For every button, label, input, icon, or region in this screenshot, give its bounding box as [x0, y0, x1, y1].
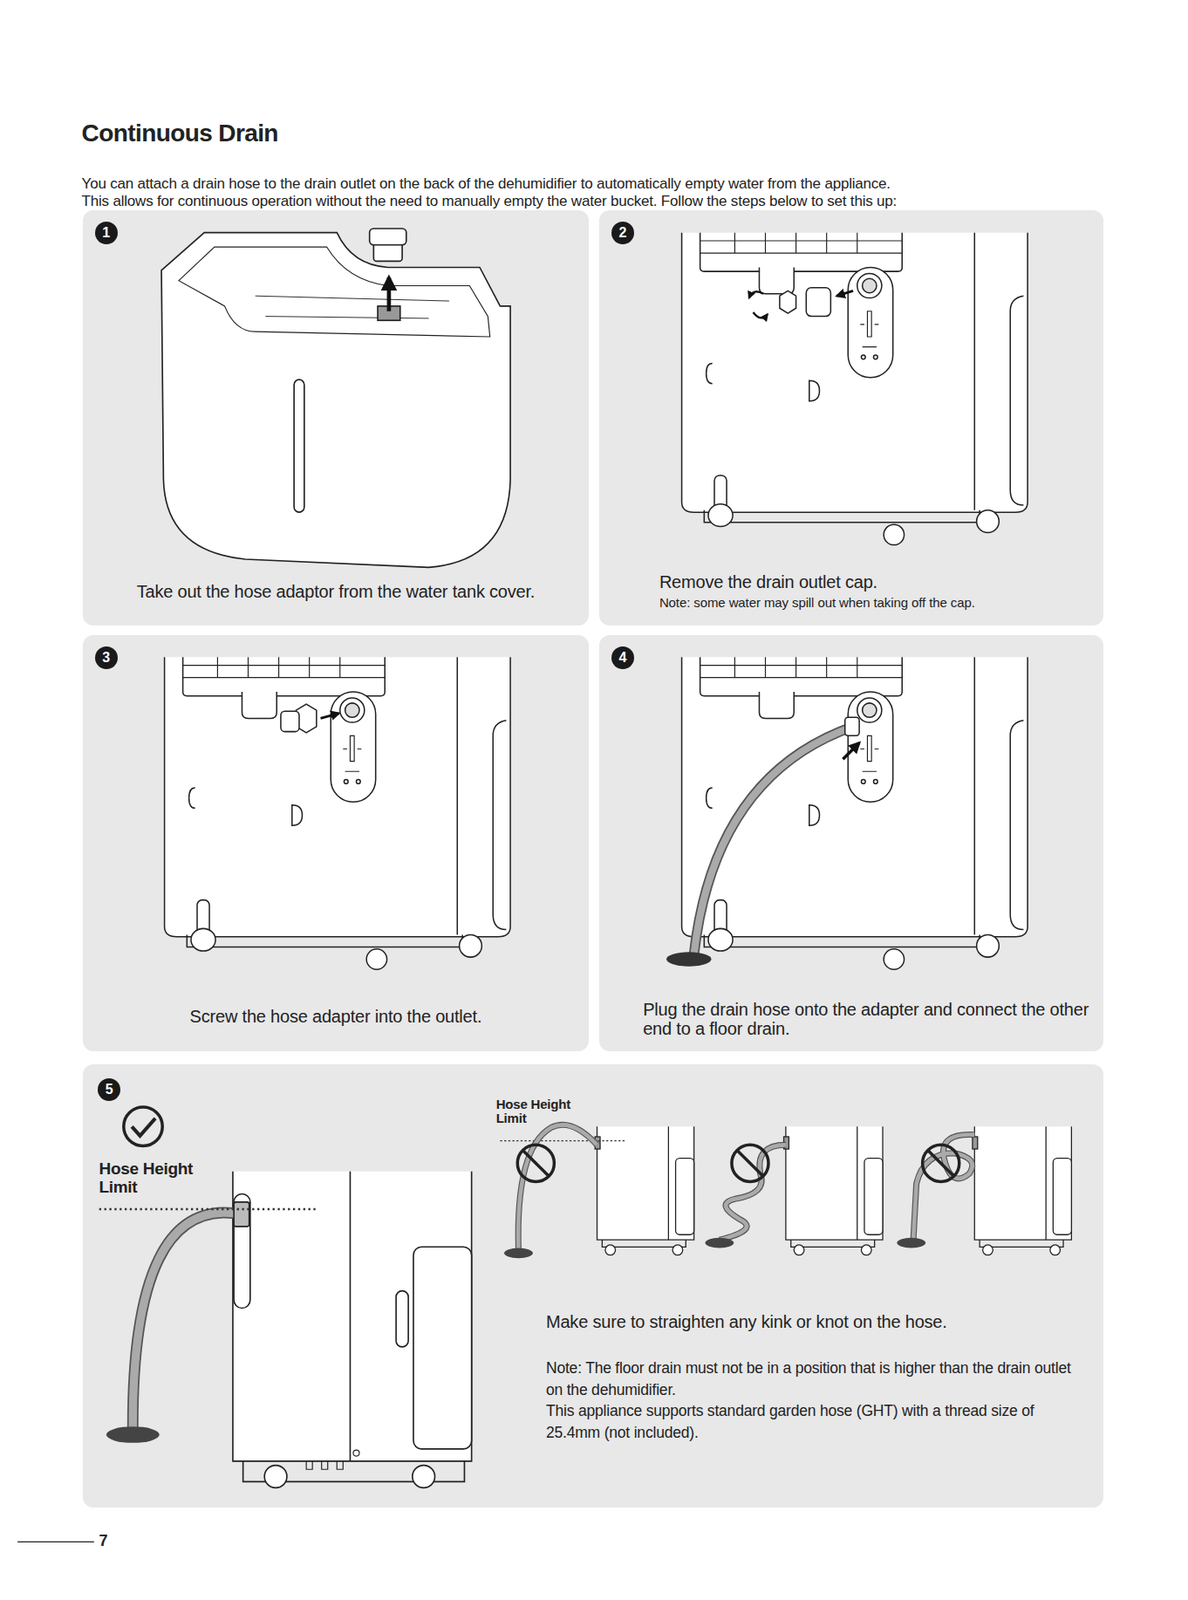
step5-wrong-part: [518, 1124, 597, 1250]
step5-correct-part: [233, 1201, 250, 1227]
step4-illustration-part: [694, 726, 854, 955]
step-number: 3: [95, 646, 118, 670]
step-panel: 2Remove the drain outlet cap. Note: some …: [599, 210, 1104, 626]
step5-correct-part: [233, 1193, 251, 1308]
step5-correct-part: [264, 1465, 287, 1489]
step5-correct-part: [132, 1212, 241, 1434]
step3-illustration: [164, 656, 512, 970]
step-caption: Screw the hose adapter into the outlet.: [82, 1006, 589, 1026]
step5-wrong-part: [913, 1133, 975, 1240]
step5-wrong-part: [517, 1144, 554, 1182]
step4-illustration: [666, 656, 1028, 970]
instruction: Make sure to straighten any kink or knot…: [546, 1311, 1077, 1332]
water-tank-part: [255, 295, 450, 319]
step3-illustration-part: [320, 713, 340, 719]
water-tank-part: [293, 379, 305, 513]
step2-illustration-part: [779, 290, 797, 314]
step-number: 1: [95, 221, 118, 245]
water-tank-part: [161, 232, 511, 568]
step2-illustration-part: [749, 291, 764, 298]
step5-correct-part: [353, 1449, 360, 1456]
step4-illustration-part: [845, 716, 860, 736]
step-caption: Remove the drain outlet cap.: [659, 572, 1088, 592]
step2-illustration: [682, 232, 1029, 546]
water-tank-part: [369, 228, 407, 246]
step-number: 5: [97, 1078, 121, 1101]
step-note: Note: some water may spill out when taki…: [659, 595, 1099, 611]
step5-wrong-part: [731, 1144, 769, 1182]
step5-wrong-part: [719, 1144, 786, 1240]
step5-wrong-part: [522, 1149, 549, 1176]
step5-correct-part: [131, 1118, 156, 1136]
step5-wrong: [499, 1124, 1072, 1258]
water-tank-part: [377, 306, 401, 321]
step-number: 4: [611, 646, 635, 670]
water-tank-part: [373, 242, 403, 261]
intro-text: This allows for continuous operation wit…: [81, 192, 1112, 211]
step5-wrong-part: [922, 1144, 960, 1182]
step4-illustration-part: [666, 951, 711, 966]
step-panel: 5Hose Height LimitHose Height LimitMake …: [82, 1064, 1104, 1508]
step5-correct-part: [232, 1171, 472, 1462]
step5-wrong-part: [737, 1149, 764, 1176]
step5-wrong-part: [499, 1140, 625, 1141]
water-tank-part: [387, 277, 392, 312]
step5-correct-part: [106, 1426, 160, 1443]
step-caption: Take out the hose adaptor from the water…: [82, 581, 589, 601]
step5-wrong-part: [518, 1124, 597, 1250]
page-title: Continuous Drain: [81, 119, 279, 148]
step-panel: 3Screw the hose adapter into the outlet.: [82, 634, 589, 1052]
step3-illustration-part: [295, 703, 316, 733]
step4-illustration-part: [842, 743, 860, 760]
step5-wrong-part: [927, 1149, 954, 1176]
step5-wrong-part: [913, 1133, 975, 1240]
height-limit-label: Hose Height Limit: [496, 1097, 599, 1126]
page-number: 7: [99, 1531, 109, 1550]
note-text: This appliance supports standard garden …: [546, 1399, 1077, 1443]
step5-correct-part: [349, 1171, 352, 1462]
step-number: 2: [611, 221, 635, 245]
step5-correct-part: [132, 1212, 241, 1434]
step-caption: Plug the drain hose onto the adapter and…: [642, 999, 1093, 1038]
step5-wrong-part: [719, 1144, 786, 1240]
step5-wrong-part: [972, 1126, 1072, 1255]
step5-correct-part: [243, 1461, 465, 1482]
step3-illustration-part: [280, 710, 300, 731]
step2-illustration-part: [682, 232, 1029, 546]
step5-correct-part: [412, 1465, 436, 1489]
step-panel: 4Plug the drain hose onto the adapter an…: [599, 634, 1104, 1052]
step2-illustration-part: [836, 290, 854, 296]
step5-correct-part: [306, 1461, 343, 1469]
page-rule: [17, 1541, 95, 1543]
step5-wrong-part: [504, 1247, 533, 1258]
step4-illustration-part: [682, 656, 1029, 970]
step5-wrong-part: [704, 1237, 734, 1249]
step5-correct-part: [99, 1208, 317, 1210]
step3-illustration-part: [164, 656, 512, 970]
page-rule-part: [17, 1541, 95, 1543]
water-tank-part: [178, 246, 491, 337]
height-limit-label: Hose Height Limit: [98, 1159, 221, 1196]
step-panel: 1Take out the hose adaptor from the wate…: [82, 210, 589, 626]
step2-illustration-part: [805, 287, 831, 317]
step5-wrong-part: [784, 1126, 883, 1255]
note-text: Note: The floor drain must not be in a p…: [546, 1357, 1077, 1400]
step5-wrong-part: [594, 1126, 694, 1255]
intro-text: You can attach a drain hose to the drain…: [81, 175, 1112, 193]
step5-correct-part: [123, 1106, 163, 1146]
step5-correct-part: [413, 1246, 472, 1449]
step5-wrong-part: [896, 1237, 926, 1249]
step5-correct-part: [396, 1290, 409, 1347]
step4-illustration-part: [694, 726, 854, 955]
water-tank: [161, 228, 511, 567]
step5-correct: [99, 1106, 472, 1488]
step2-illustration-part: [752, 312, 767, 318]
